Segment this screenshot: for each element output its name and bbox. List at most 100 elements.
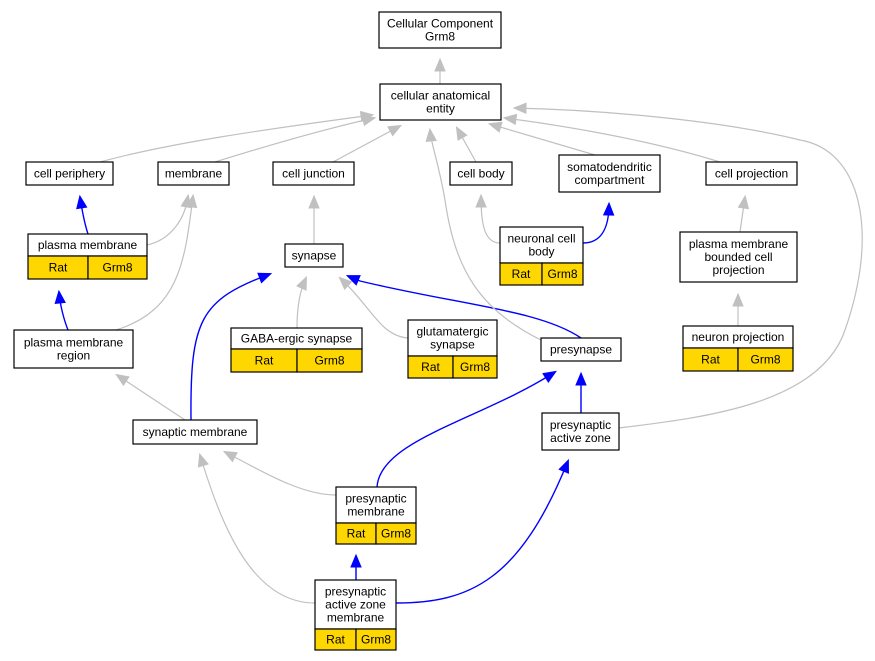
arrowhead bbox=[425, 127, 437, 143]
annotation-species: Rat bbox=[326, 633, 345, 647]
annotation-species: Rat bbox=[347, 527, 366, 541]
arrowhead bbox=[455, 125, 468, 141]
node-label: body bbox=[528, 245, 554, 259]
arrowhead bbox=[732, 292, 744, 307]
arrowhead bbox=[76, 194, 88, 210]
arrowhead bbox=[475, 193, 487, 208]
node-label: synapse bbox=[430, 338, 475, 352]
node-label: cellular anatomical bbox=[391, 89, 490, 103]
edge-glut-to-synapse bbox=[338, 276, 409, 339]
node-junction[interactable]: cell junction bbox=[272, 161, 355, 186]
arrowhead bbox=[296, 275, 307, 291]
edge-pm-to-membrane bbox=[146, 193, 192, 246]
arrowhead bbox=[575, 371, 587, 386]
annotation-gene-cell bbox=[541, 262, 584, 286]
node-cellbody[interactable]: cell body bbox=[449, 161, 513, 186]
arrowhead bbox=[542, 370, 557, 383]
edges-layer bbox=[54, 57, 863, 604]
annotation-gene-cell bbox=[355, 628, 397, 651]
arrowhead bbox=[345, 275, 361, 286]
edge-periphery-to-cae bbox=[99, 110, 375, 163]
arrowhead bbox=[502, 113, 518, 126]
edge-pmr-to-pm bbox=[54, 289, 69, 331]
edge-presynapse-to-cae bbox=[425, 127, 542, 341]
annotation-gene-cell bbox=[87, 255, 148, 280]
annotation-gene: Grm8 bbox=[548, 267, 578, 281]
node-periphery[interactable]: cell periphery bbox=[25, 161, 114, 186]
edge-synmem-to-pmr bbox=[115, 373, 186, 421]
edge-junction-to-cae bbox=[332, 124, 403, 163]
node-label: active zone bbox=[325, 598, 386, 612]
edge-presynmem-to-presynapse bbox=[376, 370, 557, 488]
node-label: GABA-ergic synapse bbox=[241, 332, 353, 346]
arrowhead bbox=[54, 289, 66, 305]
annotation-gene-cell bbox=[375, 522, 417, 545]
node-synmem[interactable]: synaptic membrane bbox=[132, 419, 258, 445]
node-label: bounded cell bbox=[704, 250, 772, 264]
annotation-gene-cell bbox=[452, 355, 498, 379]
arrowhead bbox=[434, 57, 446, 72]
node-label: cell body bbox=[457, 167, 504, 181]
edge-paz-to-presynapse bbox=[575, 371, 587, 413]
arrowhead bbox=[737, 194, 750, 210]
node-label: membrane bbox=[347, 505, 405, 519]
edge-cae-to-root bbox=[434, 57, 446, 84]
annotation-species: Rat bbox=[512, 267, 531, 281]
node-label: glutamatergic bbox=[416, 325, 488, 339]
edge-synapse-to-junction bbox=[308, 194, 320, 244]
annotation-gene: Grm8 bbox=[460, 360, 490, 374]
edge-pazm-to-paz bbox=[395, 458, 569, 604]
edge-ncb-to-cellbody bbox=[475, 193, 501, 244]
edge-projection-to-cae bbox=[502, 113, 721, 163]
annotation-species: Rat bbox=[49, 261, 68, 275]
node-synapse[interactable]: synapse bbox=[284, 243, 344, 268]
annotation-gene: Grm8 bbox=[103, 261, 133, 275]
annotation-species: Rat bbox=[255, 354, 274, 368]
arrowhead bbox=[387, 124, 403, 137]
edge-ncb-to-somato bbox=[582, 201, 615, 244]
arrowhead bbox=[308, 194, 320, 209]
node-label: presynaptic bbox=[345, 492, 406, 506]
annotation-gene: Grm8 bbox=[361, 633, 391, 647]
node-label: neuronal cell bbox=[507, 232, 575, 246]
node-projection[interactable]: cell projection bbox=[705, 161, 798, 186]
node-label: compartment bbox=[574, 173, 645, 187]
node-label: cell periphery bbox=[34, 167, 105, 181]
edge-cellbody-to-cae bbox=[455, 125, 477, 163]
edge-pazm-to-presynmem bbox=[350, 553, 362, 580]
edge-synmem-to-synapse bbox=[190, 272, 273, 421]
node-label: synaptic membrane bbox=[143, 425, 248, 439]
node-label: Cellular Component bbox=[387, 17, 494, 31]
arrowhead bbox=[350, 553, 362, 568]
node-membrane[interactable]: membrane bbox=[157, 161, 230, 186]
node-presynapse[interactable]: presynapse bbox=[540, 337, 622, 362]
node-label: cell projection bbox=[715, 167, 788, 181]
node-label: active zone bbox=[550, 431, 611, 445]
node-label: projection bbox=[712, 263, 764, 277]
edge-pazm-to-synmem bbox=[197, 452, 316, 604]
arrowhead bbox=[185, 193, 198, 209]
node-label: region bbox=[57, 349, 90, 363]
arrowhead bbox=[197, 452, 209, 468]
edge-membrane-to-cae bbox=[214, 114, 377, 163]
node-label: somatodendritic bbox=[567, 160, 652, 174]
edge-presynmem-to-synmem bbox=[222, 450, 337, 496]
arrowhead bbox=[361, 114, 377, 127]
node-label: plasma membrane bbox=[689, 237, 789, 251]
edge-presynapse-to-synapse bbox=[345, 275, 582, 339]
